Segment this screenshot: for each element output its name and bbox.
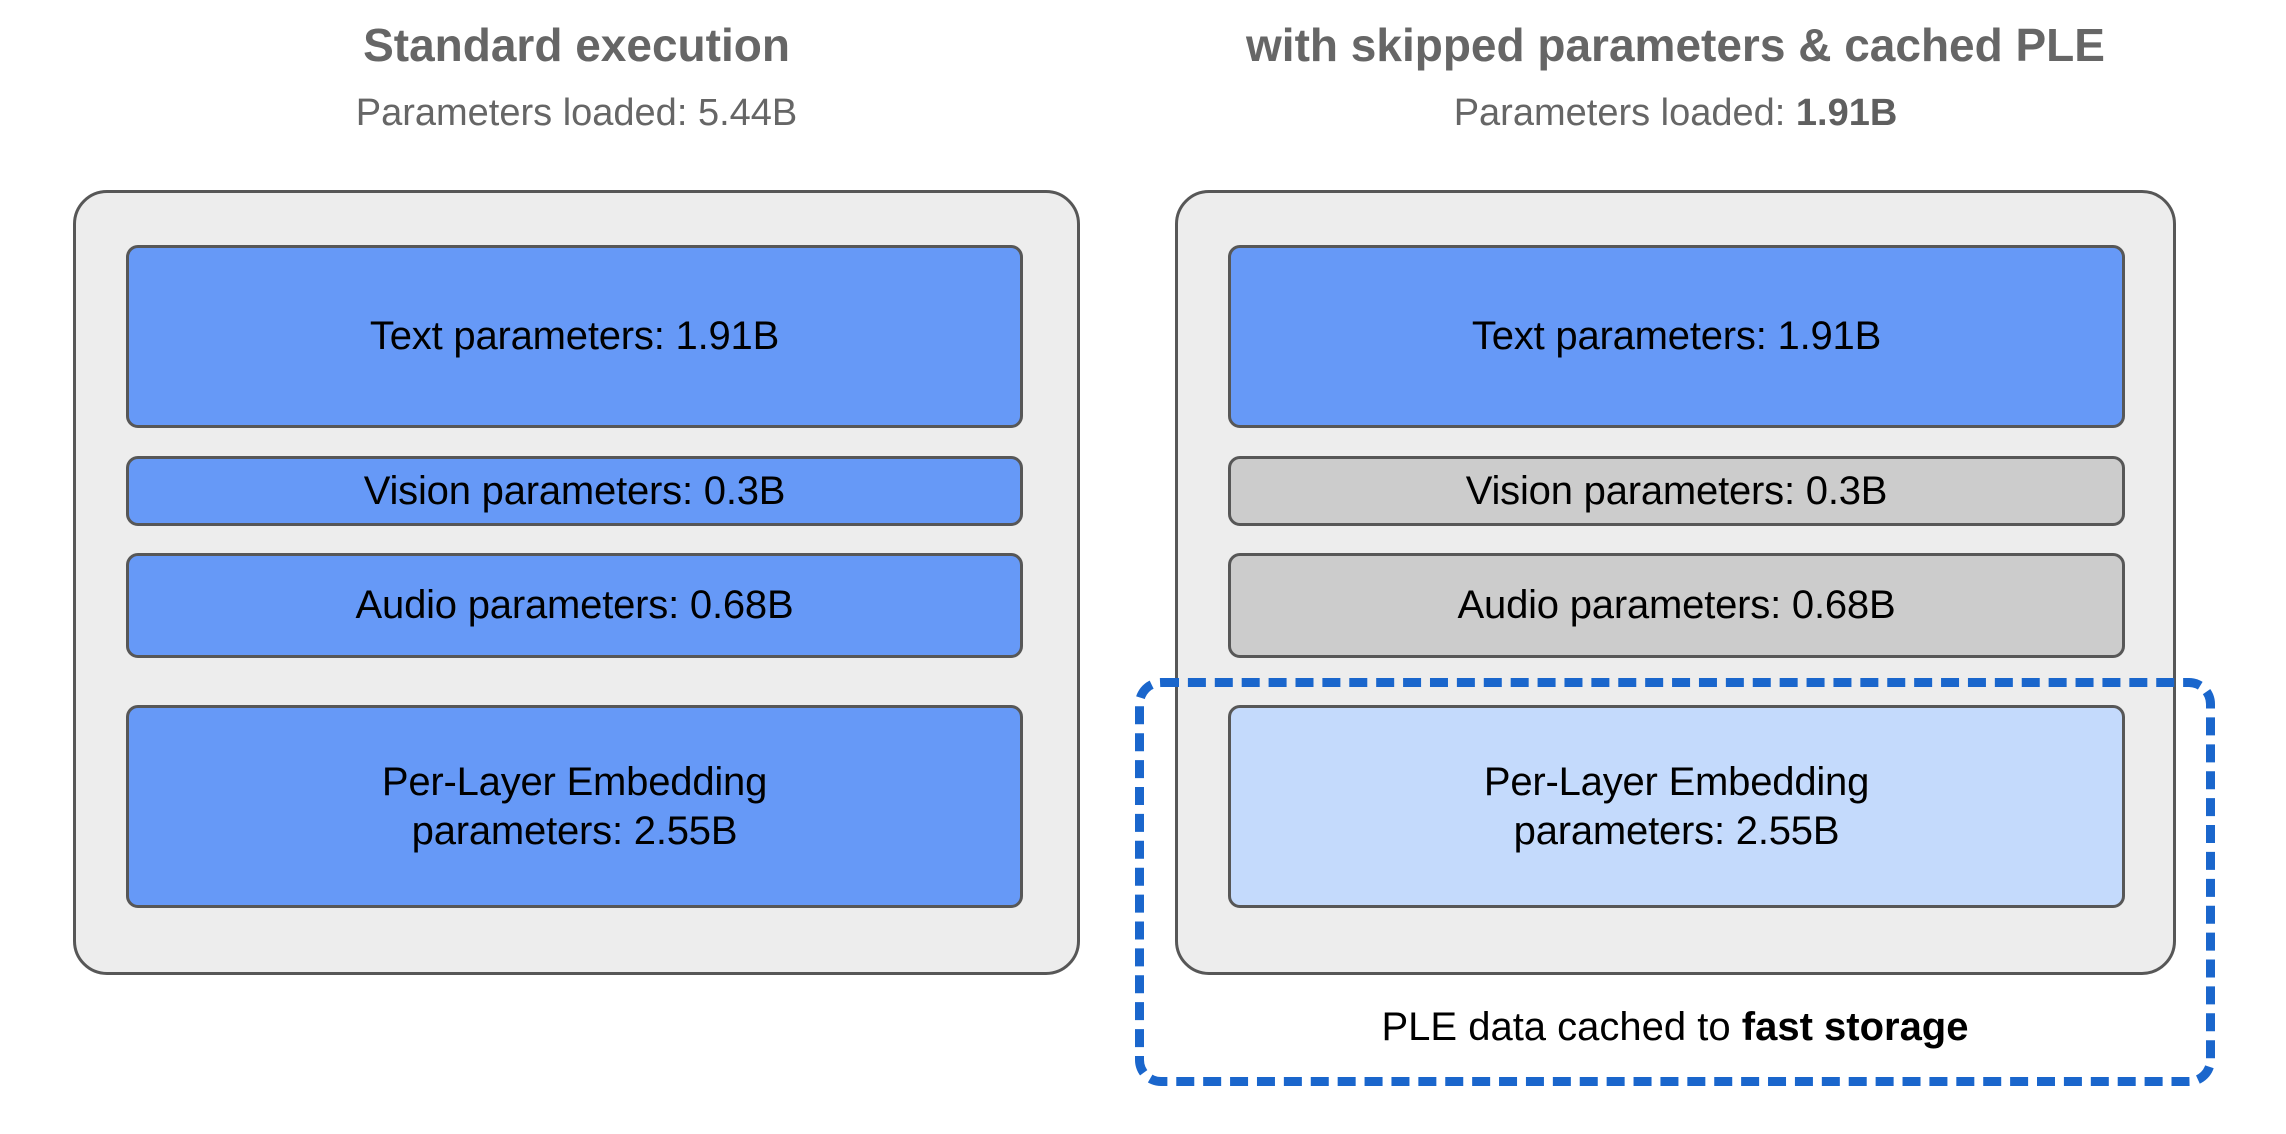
block-cached-ple-label: Per-Layer Embedding parameters: 2.55B <box>1470 758 1883 856</box>
column-title-skipped-cached: with skipped parameters & cached PLE <box>1246 19 2105 71</box>
cache-caption: PLE data cached to fast storage <box>1135 1005 2215 1050</box>
column-header-skipped-cached: with skipped parameters & cached PLE Par… <box>1175 20 2176 134</box>
column-subtitle-skipped-cached: Parameters loaded: 1.91B <box>1175 91 2176 135</box>
block-cached-vision-skipped: Vision parameters: 0.3B <box>1228 456 2125 526</box>
column-subtitle-skipped-cached-value: 1.91B <box>1795 91 1898 134</box>
block-standard-text-label: Text parameters: 1.91B <box>369 314 780 359</box>
block-standard-vision: Vision parameters: 0.3B <box>126 456 1023 526</box>
block-cached-audio-skipped: Audio parameters: 0.68B <box>1228 553 2125 658</box>
cache-caption-emphasis: fast storage <box>1741 1005 1969 1049</box>
block-standard-audio-label: Audio parameters: 0.68B <box>355 583 794 628</box>
block-cached-text: Text parameters: 1.91B <box>1228 245 2125 428</box>
block-standard-ple: Per-Layer Embedding parameters: 2.55B <box>126 705 1023 908</box>
column-subtitle-standard: Parameters loaded: 5.44B <box>73 91 1080 135</box>
column-subtitle-standard-prefix: Parameters loaded: <box>355 91 698 134</box>
block-cached-ple-label-line1: Per-Layer Embedding <box>1483 759 1870 804</box>
block-cached-vision-label: Vision parameters: 0.3B <box>1465 468 1888 513</box>
block-cached-audio-label: Audio parameters: 0.68B <box>1457 583 1896 628</box>
column-subtitle-standard-value: 5.44B <box>697 91 798 134</box>
block-cached-ple: Per-Layer Embedding parameters: 2.55B <box>1228 705 2125 908</box>
column-title-standard: Standard execution <box>363 19 790 71</box>
block-standard-vision-label: Vision parameters: 0.3B <box>363 468 786 513</box>
block-standard-ple-label-line2: parameters: 2.55B <box>411 808 738 853</box>
column-header-standard: Standard execution Parameters loaded: 5.… <box>73 20 1080 134</box>
block-cached-ple-label-line2: parameters: 2.55B <box>1513 808 1840 853</box>
block-standard-text: Text parameters: 1.91B <box>126 245 1023 428</box>
block-standard-ple-label: Per-Layer Embedding parameters: 2.55B <box>368 758 781 856</box>
column-subtitle-skipped-cached-prefix: Parameters loaded: <box>1453 91 1796 134</box>
block-standard-audio: Audio parameters: 0.68B <box>126 553 1023 658</box>
block-cached-text-label: Text parameters: 1.91B <box>1471 314 1882 359</box>
block-standard-ple-label-line1: Per-Layer Embedding <box>381 759 768 804</box>
cache-caption-prefix: PLE data cached to <box>1381 1005 1742 1049</box>
